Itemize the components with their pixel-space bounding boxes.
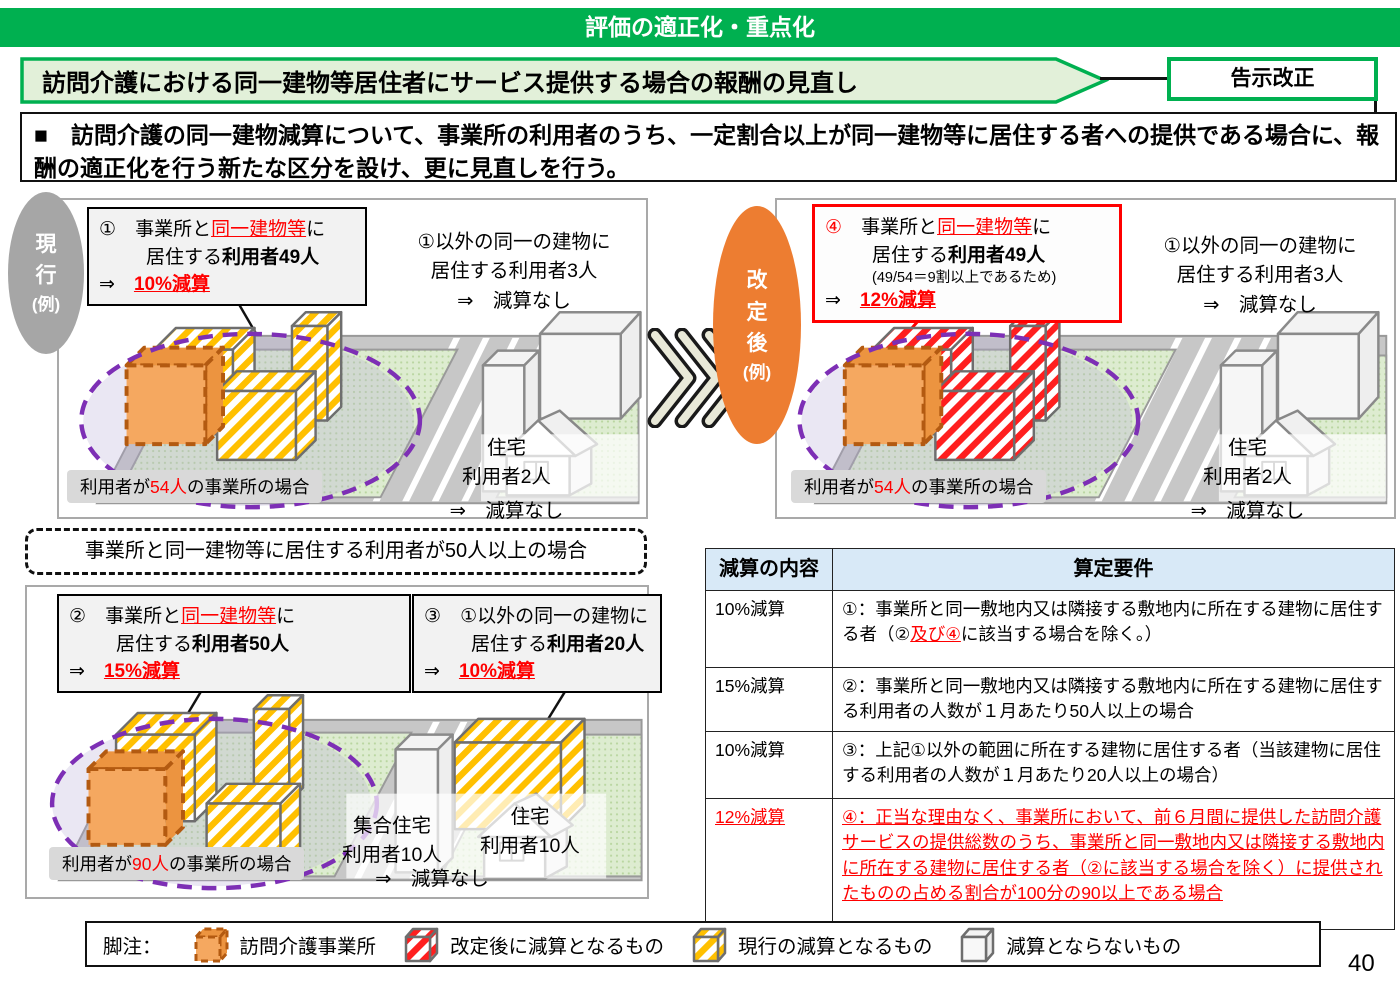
legend-label: 脚注： xyxy=(103,935,162,958)
apartment-note: 集合住宅 利用者10人 xyxy=(342,815,442,867)
table-row: 10%減算 ③：上記①以外の範囲に所在する建物に居住する者（当該建物に居住する利… xyxy=(705,730,1395,799)
col-header-deduction: 減算の内容 xyxy=(705,548,833,591)
legend-item: 訪問介護事業所 xyxy=(190,924,376,964)
house-note: 住宅 利用者10人 xyxy=(480,806,580,858)
office-cube-icon xyxy=(194,927,229,963)
page-number: 40 xyxy=(1348,950,1375,977)
other-building-note: ①以外の同一の建物に 居住する利用者3人 ⇒ 減算なし xyxy=(1163,235,1357,316)
no-deduction-building-large xyxy=(1276,310,1380,420)
callout-number: ② xyxy=(69,606,87,627)
deduction-rate: 10%減算 xyxy=(458,661,535,683)
office-users-label: 利用者が54人の事業所の場合 xyxy=(67,470,323,503)
white-cube-icon xyxy=(961,927,995,963)
current-example-panel: ① 事業所と同一建物等に 居住する利用者49人 ⇒ 10%減算 ①以外の同一の建… xyxy=(57,198,648,522)
connector-line xyxy=(1374,99,1377,113)
section-title: 訪問介護における同一建物等居住者にサービス提供する場合の報酬の見直し xyxy=(42,70,858,97)
office-users-label: 利用者が54人の事業所の場合 xyxy=(791,470,1047,503)
house-note: 住宅 利用者2人 ⇒ 減算なし xyxy=(449,437,564,522)
col-header-requirement: 算定要件 xyxy=(832,548,1395,591)
legend-item: 改定後に減算となるもの xyxy=(400,924,664,964)
notice-revision-badge: 告示改正 xyxy=(1167,57,1378,101)
same-premises-ellipse xyxy=(797,331,1141,510)
table-row: 10%減算 ①：事業所と同一敷地内又は隣接する敷地内に所在する建物に居住する者（… xyxy=(705,590,1395,668)
red-striped-cube-icon xyxy=(404,927,439,963)
office-building xyxy=(124,345,226,447)
summary-text: 訪問介護の同一建物減算について、事業所の利用者のうち、一定割合以上が同一建物等に… xyxy=(34,122,1380,182)
office-users-label: 利用者が90人の事業所の場合 xyxy=(49,847,305,880)
table-row: 15%減算 ②：事業所と同一敷地内又は隣接する敷地内に所在する建物に居住する利用… xyxy=(705,667,1395,732)
no-deduction-note: ⇒ 減算なし xyxy=(375,868,489,890)
callout-2: ② 事業所と同一建物等に 居住する利用者50人 ⇒ 15%減算 xyxy=(57,594,411,693)
deducted-building-cube xyxy=(934,370,1036,462)
yellow-striped-cube-icon xyxy=(692,927,727,963)
callout-3: ③ ①以外の同一の建物に 居住する利用者20人 ⇒ 10%減算 xyxy=(412,594,662,693)
deduction-rate: 10%減算 xyxy=(133,274,210,296)
legend: 脚注： 訪問介護事業所 改定後に減算となるもの xyxy=(85,921,1321,967)
legend-item: 現行の減算となるもの xyxy=(688,924,932,964)
current-tag: 現 行 (例) xyxy=(8,192,84,354)
office-building xyxy=(842,345,944,447)
revised-tag: 改 定 後 (例) xyxy=(713,206,801,444)
example90-scene-illustration xyxy=(49,689,643,891)
deducted-building-cube xyxy=(215,370,317,462)
other-building-note: ①以外の同一の建物に 居住する利用者3人 ⇒ 減算なし xyxy=(417,231,611,312)
house-note: 住宅 利用者2人 ⇒ 減算なし xyxy=(1190,437,1305,522)
no-deduction-building-large xyxy=(538,310,642,420)
callout-number: ③ xyxy=(424,606,442,627)
revised-scene-illustration xyxy=(797,309,1388,510)
fifty-plus-case-box: 事業所と同一建物等に居住する利用者が50人以上の場合 xyxy=(25,528,647,575)
revised-example-panel: ④ 事業所と同一建物等に 居住する利用者49人 (49/54＝9割以上であるため… xyxy=(775,198,1396,522)
deducted-building-thin xyxy=(252,694,305,803)
example90-panel: ② 事業所と同一建物等に 居住する利用者50人 ⇒ 15%減算 ③ ①以外の同一… xyxy=(25,585,662,899)
current-scene-illustration xyxy=(79,294,642,510)
same-premises-ellipse xyxy=(79,331,423,510)
table-row: 12%減算 ④：正当な理由なく、事業所において、前６月間に提供した訪問介護サービ… xyxy=(705,797,1395,930)
summary-box: ■ 訪問介護の同一建物減算について、事業所の利用者のうち、一定割合以上が同一建物… xyxy=(20,112,1397,182)
section-title-shape xyxy=(20,57,1110,104)
connector-line xyxy=(1100,77,1167,80)
callout-4: ④ 事業所と同一建物等に 居住する利用者49人 (49/54＝9割以上であるため… xyxy=(812,204,1122,323)
deduction-rate: 12%減算 xyxy=(859,290,936,312)
bullet: ■ xyxy=(34,122,48,148)
callout-1: ① 事業所と同一建物等に 居住する利用者49人 ⇒ 10%減算 xyxy=(87,207,367,306)
page-title: 評価の適正化・重点化 xyxy=(0,8,1400,47)
callout-number: ① xyxy=(99,219,117,240)
office-building xyxy=(86,749,185,847)
legend-item: 減算とならないもの xyxy=(956,924,1181,964)
deduction-rate: 15%減算 xyxy=(103,661,180,683)
callout-number: ④ xyxy=(825,217,843,238)
requirements-table: 減算の内容 算定要件 10%減算 ①：事業所と同一敷地内又は隣接する敷地内に所在… xyxy=(705,548,1395,930)
